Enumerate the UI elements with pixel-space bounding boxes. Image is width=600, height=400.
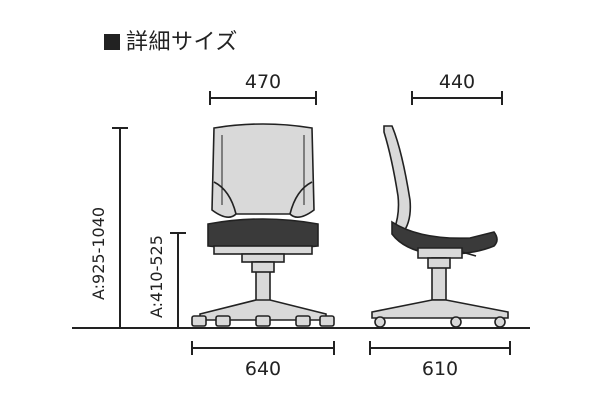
base-depth-dimension: 610 <box>369 341 511 380</box>
seat-height-dimension: A:410-525 <box>147 232 186 328</box>
base-width-label: 640 <box>245 358 281 380</box>
side-depth-dimension: 440 <box>411 71 503 105</box>
side-depth-label: 440 <box>439 71 475 93</box>
page-title: 詳細サイズ <box>104 24 238 56</box>
overall-height-label: A:925-1040 <box>89 207 108 300</box>
overall-height-dimension: A:925-1040 <box>89 127 128 328</box>
base-width-dimension: 640 <box>191 341 335 380</box>
front-width-label: 470 <box>245 71 281 93</box>
chair-side-view <box>371 125 509 328</box>
chair-front-view <box>191 123 335 327</box>
black-square-icon <box>104 34 120 50</box>
seat-height-label: A:410-525 <box>147 235 166 318</box>
base-depth-label: 610 <box>422 358 458 380</box>
title-text: 詳細サイズ <box>126 30 238 55</box>
front-width-dimension: 470 <box>209 71 317 105</box>
